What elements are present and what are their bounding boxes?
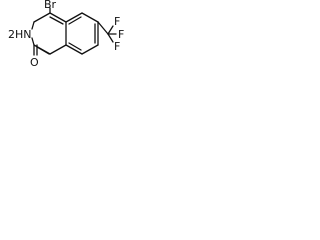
bond-c6-cf3 bbox=[97, 21, 109, 35]
bond-c5-c6 bbox=[81, 12, 99, 23]
nitrogen-label: 2HN bbox=[8, 28, 32, 41]
bond-n2-c1 bbox=[31, 37, 35, 46]
bond-c3-n2 bbox=[31, 21, 35, 30]
fluorine-top-label: F bbox=[114, 15, 120, 28]
double-bond-c3-c4 bbox=[49, 16, 64, 25]
bond-cf3-f-bottom bbox=[107, 33, 114, 43]
bond-c3-c4 bbox=[33, 12, 51, 23]
bond-c8-c8a bbox=[65, 44, 83, 55]
bond-c4a-c5 bbox=[65, 12, 83, 23]
structure-diagram: Br 2HN O F F F bbox=[8, 0, 124, 69]
bond-cf3-f-top bbox=[107, 25, 114, 35]
double-bond-c8-c8a bbox=[68, 42, 82, 51]
bromine-label: Br bbox=[44, 0, 57, 11]
bond-c8a-c4a bbox=[49, 44, 67, 55]
oxygen-label: O bbox=[30, 56, 39, 69]
bond-c7-c8 bbox=[81, 44, 99, 55]
fluorine-bottom-label: F bbox=[114, 40, 120, 53]
double-bond-c1-o bbox=[36, 46, 50, 55]
double-bond-c4a-c5 bbox=[68, 16, 82, 25]
molecule-structure: Br 2HN O F F F bbox=[0, 0, 129, 85]
fluorine-right-label: F bbox=[118, 28, 124, 41]
bond-c4-c3-fused bbox=[49, 12, 67, 23]
